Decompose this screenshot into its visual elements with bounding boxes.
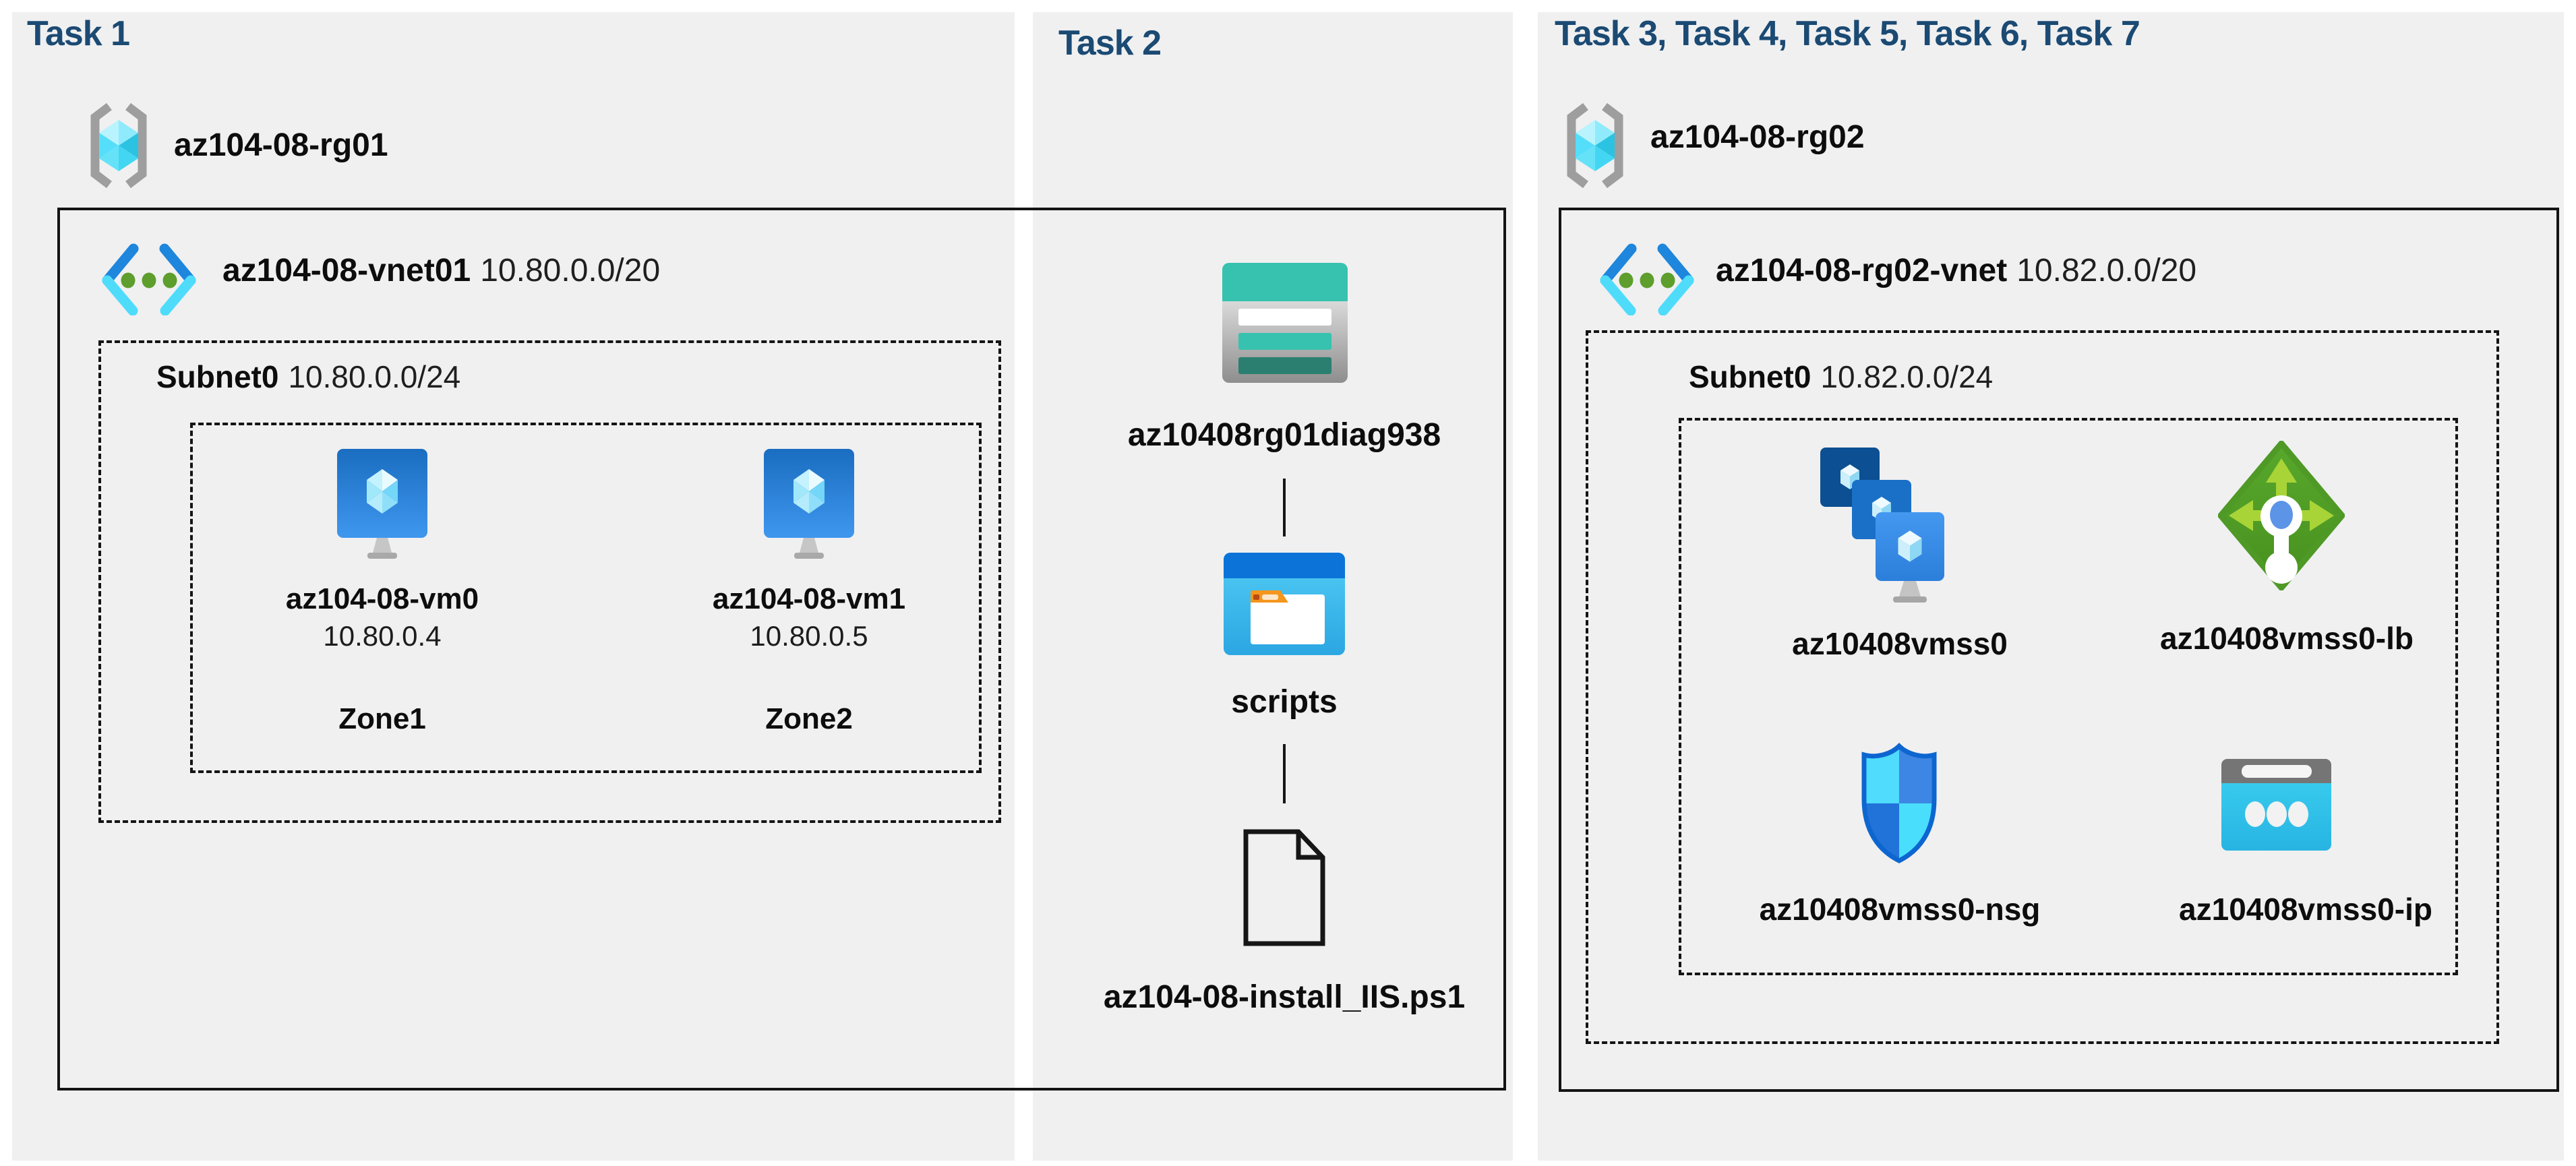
storage-account-icon [1222, 263, 1348, 383]
connector-line [1283, 479, 1286, 536]
vmss-name: az10408vmss0 [1792, 626, 2008, 661]
subnet1-cidr: 10.80.0.0/24 [288, 359, 461, 394]
vmss-icon [1820, 448, 1944, 603]
connector-line [1283, 744, 1286, 803]
vnet1-cidr: 10.80.0.0/20 [480, 253, 661, 288]
vnet2-cidr: 10.82.0.0/20 [2016, 253, 2197, 288]
vm-icon [337, 449, 427, 559]
subnet2-box [1586, 330, 2499, 1044]
vm1-name: az104-08-vm1 [712, 582, 906, 615]
subnet2-cidr: 10.82.0.0/24 [1820, 359, 1994, 394]
task3-panel [1538, 12, 2564, 1161]
vm0-name: az104-08-vm0 [285, 582, 479, 615]
vnet2-boundary-box [1559, 208, 2559, 1092]
virtual-network-icon [1600, 243, 1694, 315]
vnet1-boundary-box [57, 208, 1506, 1091]
task1-panel [12, 12, 1015, 1161]
nsg-icon [1861, 743, 1937, 863]
load-balancer-icon [2218, 441, 2345, 590]
subnet1-name: Subnet0 [156, 359, 279, 394]
public-ip-icon [2221, 759, 2331, 851]
zones-box [190, 423, 982, 773]
vm1-zone: Zone2 [765, 702, 853, 735]
subnet1-label: Subnet0 10.80.0.0/24 [156, 359, 460, 395]
resource-group2-name: az104-08-rg02 [1650, 119, 1865, 155]
resource-group-icon [1567, 102, 1623, 189]
resource-group-icon [90, 102, 147, 189]
vm0-zone: Zone1 [338, 702, 426, 735]
nsg-name: az10408vmss0-nsg [1759, 892, 2041, 927]
vnet1-name: az104-08-vnet01 [222, 253, 471, 288]
vm-icon [764, 449, 854, 559]
vmss-resources-box [1679, 418, 2458, 975]
vnet1-label: az104-08-vnet01 10.80.0.0/20 [222, 252, 660, 289]
task1-title: Task 1 [27, 14, 130, 53]
subnet2-label: Subnet0 10.82.0.0/24 [1689, 359, 1993, 395]
vm0-ip: 10.80.0.4 [323, 620, 442, 652]
blob-container-icon [1224, 553, 1345, 655]
resource-group-name: az104-08-rg01 [174, 127, 388, 163]
public-ip-name: az10408vmss0-ip [2179, 892, 2432, 927]
subnet1-box [98, 340, 1001, 823]
vm1-ip: 10.80.0.5 [750, 620, 868, 652]
subnet2-name: Subnet0 [1689, 359, 1811, 394]
task3-title: Task 3, Task 4, Task 5, Task 6, Task 7 [1555, 14, 2140, 53]
vnet2-name: az104-08-rg02-vnet [1716, 253, 2008, 288]
virtual-network-icon [102, 243, 196, 315]
file-icon [1243, 829, 1325, 946]
load-balancer-name: az10408vmss0-lb [2160, 621, 2414, 656]
container-name: scripts [1231, 684, 1338, 720]
script-file-name: az104-08-install_IIS.ps1 [1103, 979, 1466, 1015]
task2-title: Task 2 [1058, 24, 1162, 63]
storage-account-name: az10408rg01diag938 [1127, 417, 1441, 453]
